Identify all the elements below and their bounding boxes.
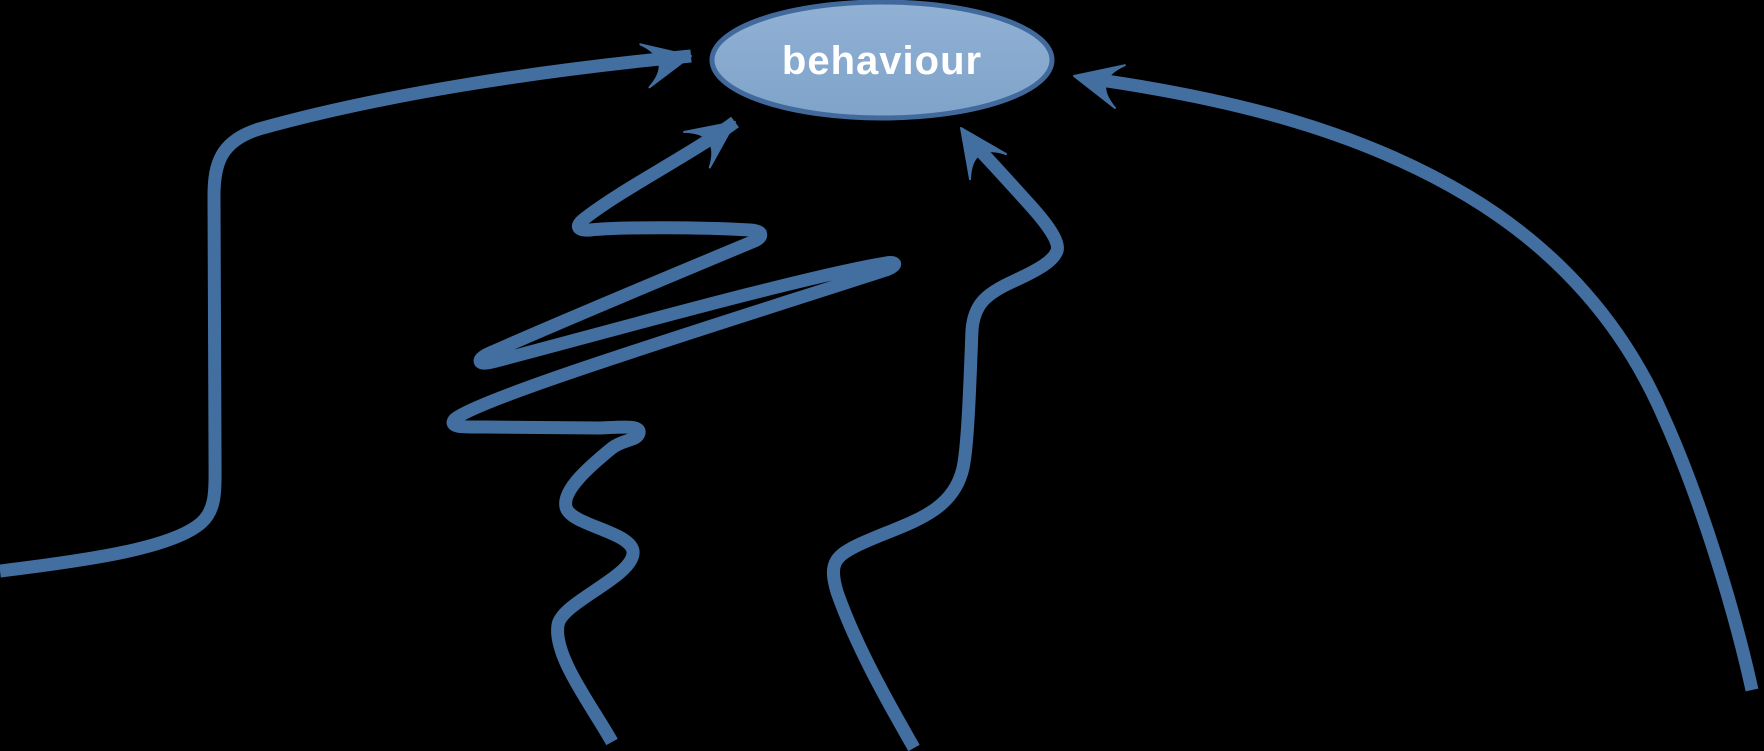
right-curve-arrow-shaft xyxy=(1099,73,1759,692)
left-curve-arrow xyxy=(0,43,692,578)
zigzag-arrow xyxy=(446,116,902,746)
zigzag-arrow-shaft xyxy=(446,116,902,746)
behaviour-node-label: behaviour xyxy=(782,39,982,83)
behaviour-node xyxy=(709,0,1055,121)
arrows-layer xyxy=(0,43,1759,751)
right-curve-arrow xyxy=(1073,64,1759,692)
bottom-s-curve-arrow-shaft xyxy=(827,133,1064,751)
left-curve-arrow-shaft xyxy=(0,49,692,578)
right-curve-arrow-head-icon xyxy=(1073,64,1126,110)
bottom-s-curve-arrow-head-icon xyxy=(960,127,1008,181)
zigzag-arrow-head-icon xyxy=(682,121,736,169)
left-curve-arrow-head-icon xyxy=(639,43,692,89)
bottom-s-curve-arrow xyxy=(827,127,1064,751)
